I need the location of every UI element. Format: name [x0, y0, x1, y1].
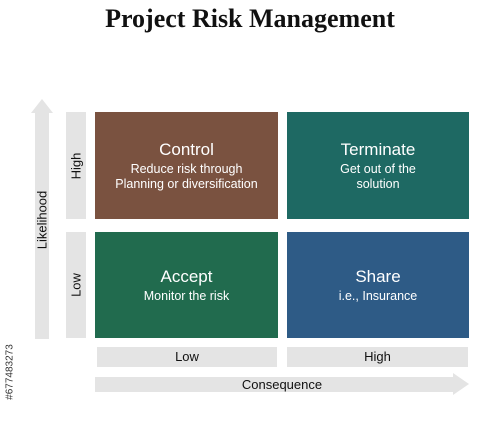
quadrant-control: Control Reduce risk through Planning or … — [95, 112, 278, 219]
page-title: Project Risk Management — [105, 4, 395, 33]
quadrant-control-desc-2: Planning or diversification — [115, 176, 258, 191]
row-label-low-text: Low — [68, 273, 84, 297]
quadrant-control-title: Control — [159, 139, 214, 159]
quadrant-terminate-desc-2: solution — [356, 176, 400, 191]
col-label-high: High — [287, 347, 468, 367]
image-id-text: #677483273 — [4, 344, 16, 400]
likelihood-arrow-head — [31, 99, 53, 113]
quadrant-accept-desc: Monitor the risk — [143, 288, 230, 303]
quadrant-terminate-title: Terminate — [340, 139, 416, 159]
likelihood-arrow — [35, 113, 49, 339]
consequence-axis-label: Consequence — [241, 377, 323, 392]
consequence-arrow — [95, 377, 453, 392]
col-label-low: Low — [97, 347, 277, 367]
row-label-high: High — [66, 112, 86, 219]
quadrant-share: Share i.e., Insurance — [287, 232, 469, 338]
quadrant-terminate: Terminate Get out of the solution — [287, 112, 469, 219]
row-label-low: Low — [66, 232, 86, 338]
likelihood-axis-label: Likelihood — [34, 190, 50, 250]
quadrant-terminate-desc-1: Get out of the — [340, 161, 416, 176]
consequence-arrow-head — [453, 373, 469, 395]
quadrant-accept-title: Accept — [160, 266, 213, 286]
quadrant-control-desc-1: Reduce risk through — [130, 161, 243, 176]
quadrant-share-desc: i.e., Insurance — [338, 288, 418, 303]
quadrant-accept: Accept Monitor the risk — [95, 232, 278, 338]
row-label-high-text: High — [68, 152, 84, 179]
quadrant-share-title: Share — [355, 266, 401, 286]
